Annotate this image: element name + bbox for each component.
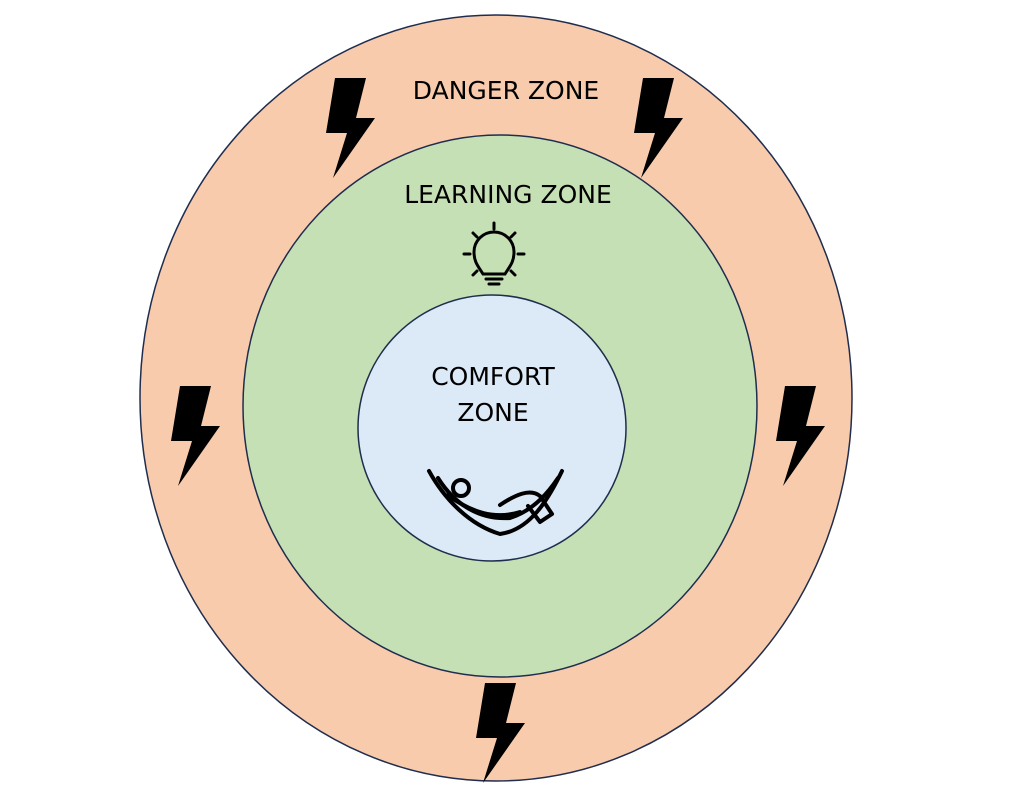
learning-zone-label: LEARNING ZONE [404, 180, 612, 209]
comfort-zone-circle [357, 294, 627, 562]
comfort-zone-label-line1: COMFORT [431, 362, 555, 391]
lightning-bolt-icon [476, 683, 525, 783]
comfort-zone-label-line2: ZONE [457, 398, 528, 427]
lightbulb-icon [462, 221, 526, 286]
danger-zone-label: DANGER ZONE [413, 76, 599, 105]
lightning-bolt-icon [326, 78, 375, 178]
hammock-icon [427, 469, 564, 536]
lightning-bolt-icon [776, 386, 825, 486]
lightning-bolt-icon [634, 78, 683, 178]
lightning-bolt-icon [171, 386, 220, 486]
